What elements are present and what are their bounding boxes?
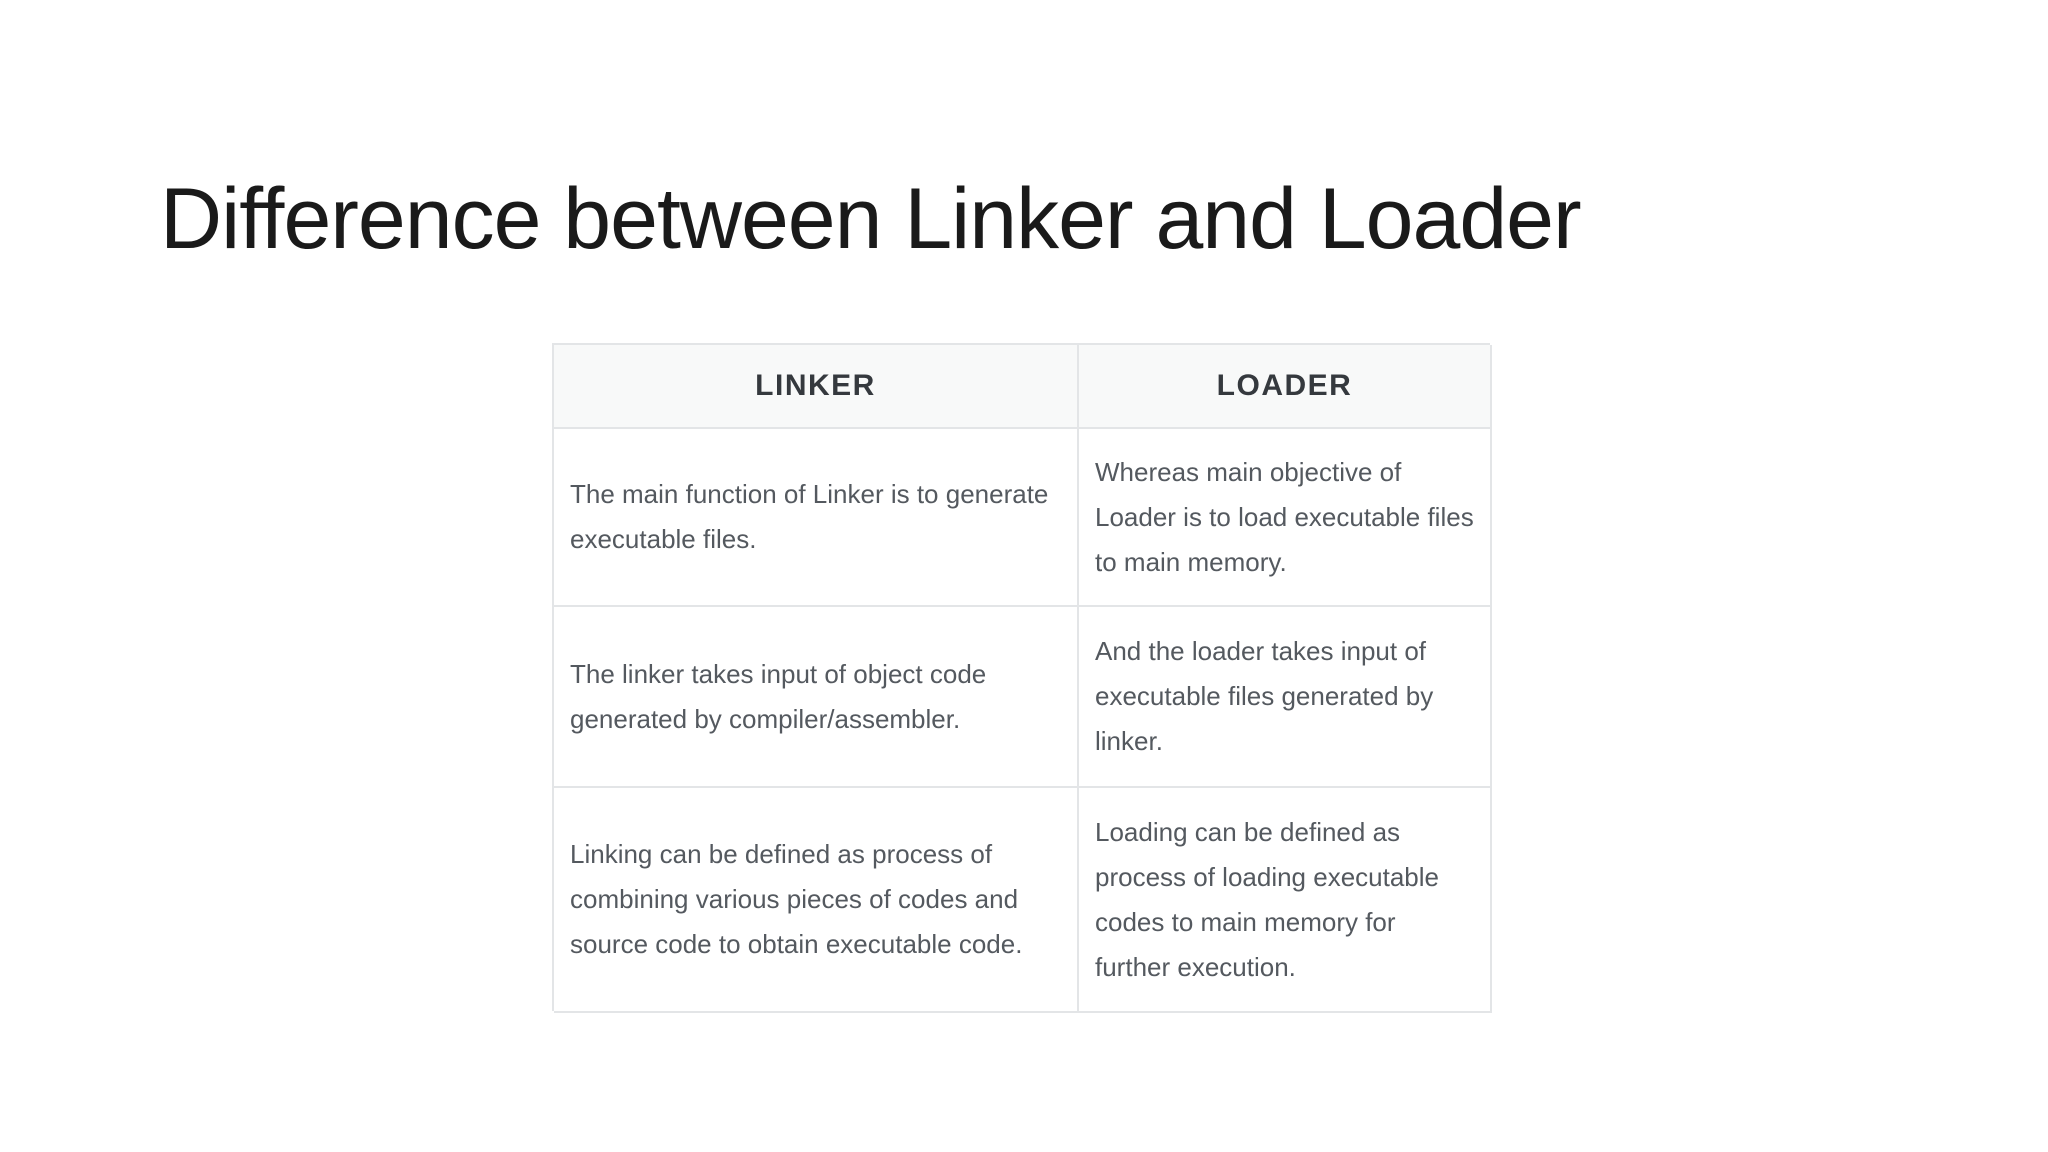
cell-text: The main function of Linker is to genera… [570,479,1049,554]
table-cell-linker-row2: The linker takes input of object code ge… [554,607,1079,788]
slide-title: Difference between Linker and Loader [160,170,1582,267]
table-header-linker: LINKER [554,345,1079,429]
table-cell-linker-row3: Linking can be defined as process of com… [554,788,1079,1013]
cell-text: The linker takes input of object code ge… [570,658,987,734]
table-header-loader: LOADER [1079,345,1492,429]
table-cell-loader-row1: Whereas main objective of Loader is to l… [1079,429,1492,607]
table-cell-loader-row3: Loading can be defined as process of loa… [1079,788,1492,1013]
cell-text: And the loader takes input of executable… [1095,636,1434,756]
cell-text: Loading can be defined as process of loa… [1095,816,1440,982]
comparison-table: LINKER LOADER The main function of Linke… [552,343,1492,1013]
table-cell-linker-row1: The main function of Linker is to genera… [554,429,1079,607]
cell-text: Linking can be defined as process of com… [570,839,1023,959]
table-cell-loader-row2: And the loader takes input of executable… [1079,607,1492,788]
cell-text: Whereas main objective of Loader is to l… [1095,456,1474,577]
